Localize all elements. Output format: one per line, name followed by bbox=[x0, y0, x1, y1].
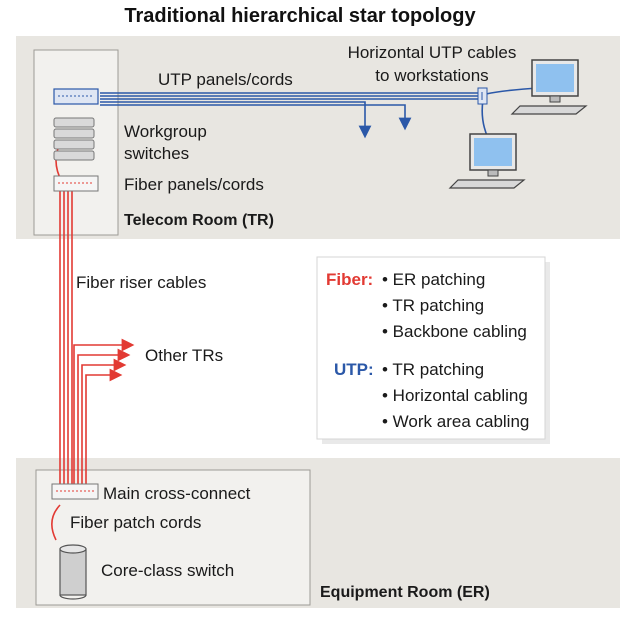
fiber-panels-label: Fiber panels/cords bbox=[124, 175, 264, 194]
fiber-riser-cables bbox=[59, 190, 73, 485]
cross-connect-label: Main cross-connect bbox=[103, 484, 251, 503]
telecom-room-name: Telecom Room (TR) bbox=[124, 212, 274, 229]
cylinder-icon bbox=[59, 544, 87, 600]
diagram-title: Traditional hierarchical star topology bbox=[124, 5, 476, 27]
server-stack-icon bbox=[53, 117, 95, 161]
legend-fiber-item: • ER patching bbox=[382, 270, 485, 289]
main-cross-connect-icon bbox=[51, 483, 99, 500]
workgroup-label-1: Workgroup bbox=[124, 122, 207, 141]
utp-panels-label: UTP panels/cords bbox=[158, 70, 293, 89]
legend-fiber-item: • Backbone cabling bbox=[382, 322, 527, 341]
patch-cords-label: Fiber patch cords bbox=[70, 513, 201, 532]
other-trs-cables bbox=[73, 338, 135, 485]
computer-monitor-icon bbox=[510, 59, 588, 115]
legend-utp-item: • Work area cabling bbox=[382, 412, 529, 431]
other-trs-label: Other TRs bbox=[145, 346, 223, 365]
legend-fiber-item: • TR patching bbox=[382, 296, 484, 315]
legend-box bbox=[316, 256, 550, 444]
fiber-panel-icon bbox=[53, 175, 99, 192]
fiber-riser-label: Fiber riser cables bbox=[76, 273, 206, 292]
core-switch-label: Core-class switch bbox=[101, 561, 234, 580]
legend-utp-item: • TR patching bbox=[382, 360, 484, 379]
horizontal-cables-label-2: to workstations bbox=[375, 66, 488, 85]
legend-utp-item: • Horizontal cabling bbox=[382, 386, 528, 405]
legend-utp-title: UTP: bbox=[334, 360, 374, 379]
equipment-room-name: Equipment Room (ER) bbox=[320, 584, 490, 601]
utp-patch-panel-icon bbox=[53, 88, 99, 105]
computer-monitor-icon bbox=[448, 133, 526, 189]
fiber-patch-cord bbox=[51, 504, 61, 541]
workgroup-label-2: switches bbox=[124, 144, 189, 163]
horizontal-cables-label-1: Horizontal UTP cables bbox=[348, 43, 517, 62]
legend-fiber-title: Fiber: bbox=[326, 270, 373, 289]
